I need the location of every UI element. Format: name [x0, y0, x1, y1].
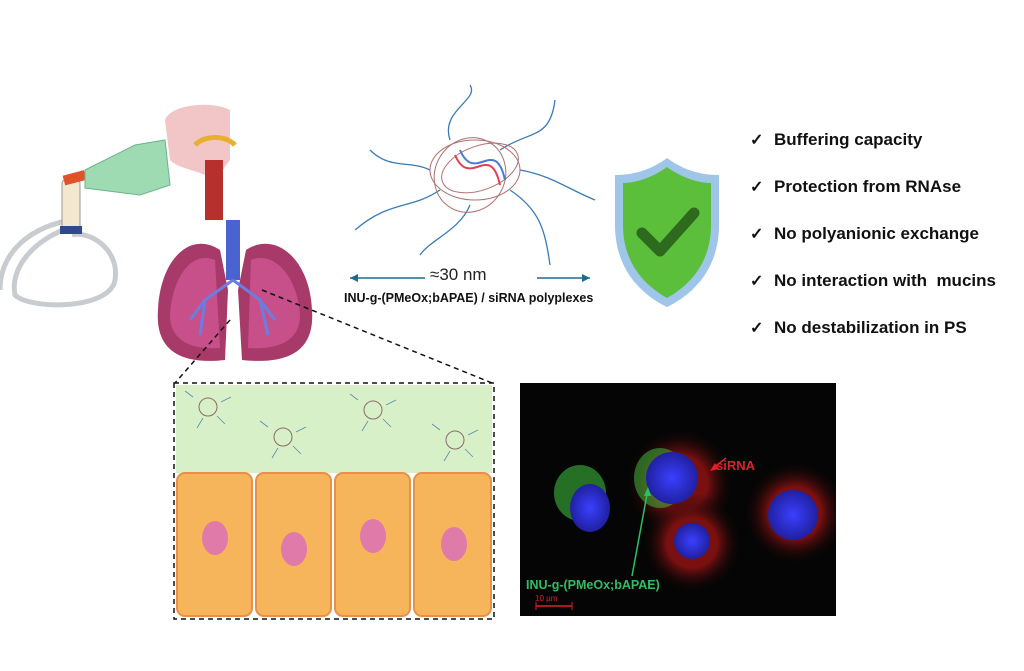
fluorescence-micrograph	[520, 383, 836, 616]
inhaler-illustration	[0, 104, 237, 308]
check-icon: ✓	[750, 132, 764, 149]
shield-check-icon	[615, 158, 719, 307]
sirna-label: siRNA	[716, 458, 756, 473]
property-item: ✓ No interaction with mucins	[750, 271, 996, 318]
property-item: ✓ No polyanionic exchange	[750, 224, 996, 271]
property-item: ✓ Buffering capacity	[750, 130, 996, 177]
check-icon: ✓	[750, 320, 764, 337]
check-icon: ✓	[750, 273, 764, 290]
cells-image	[535, 428, 836, 610]
property-label: Protection from RNAse	[774, 177, 962, 196]
property-label: Buffering capacity	[774, 130, 923, 149]
polyplex-name-label: INU-g-(PMeOx;bAPAE) / siRNA polyplexes	[344, 291, 594, 305]
property-label: No interaction with mucins	[774, 271, 996, 290]
property-item: ✓ Protection from RNAse	[750, 177, 996, 224]
properties-list: ✓ Buffering capacity ✓ Protection from RNA…	[750, 130, 996, 365]
lungs-illustration	[157, 220, 313, 361]
check-icon: ✓	[750, 179, 764, 196]
epithelium-illustration	[173, 382, 495, 620]
check-icon: ✓	[750, 226, 764, 243]
polymer-label: INU-g-(PMeOx;bAPAE)	[526, 578, 660, 592]
size-label: ≈30 nm	[430, 265, 487, 284]
property-label: No destabilization in PS	[774, 318, 967, 337]
scale-bar-label: 10 µm	[535, 594, 558, 603]
property-item: ✓ No destabilization in PS	[750, 318, 996, 365]
polyplex-illustration	[354, 84, 596, 265]
property-label: No polyanionic exchange	[774, 224, 979, 243]
